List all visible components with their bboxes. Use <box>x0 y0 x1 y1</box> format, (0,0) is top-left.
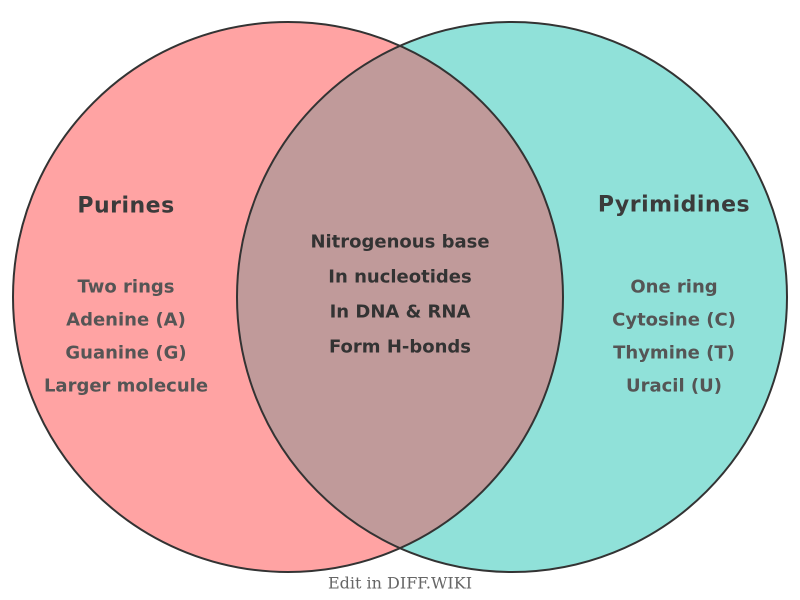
overlap-region <box>236 45 564 549</box>
edit-watermark-link[interactable]: Edit in DIFF.WIKI <box>327 573 473 593</box>
purines-item-adenine: Adenine (A) <box>66 309 186 331</box>
pyrimidines-item-cytosine: Cytosine (C) <box>612 309 736 331</box>
pyrimidines-circle-outline <box>236 21 788 573</box>
pyrimidines-item-thymine: Thymine (T) <box>613 342 735 364</box>
purines-circle-outline <box>12 21 564 573</box>
purines-item-larger-molecule: Larger molecule <box>43 375 209 397</box>
overlap-item-nitrogenous-base: Nitrogenous base <box>310 231 490 253</box>
overlap-item-form-h-bonds: Form H-bonds <box>328 336 472 358</box>
pyrimidines-title: Pyrimidines <box>597 192 751 218</box>
purines-title: Purines <box>77 193 175 219</box>
pyrimidines-item-uracil: Uracil (U) <box>626 375 722 397</box>
overlap-item-in-dna-rna: In DNA & RNA <box>329 301 471 323</box>
pyrimidines-item-one-ring: One ring <box>630 276 718 298</box>
purines-item-two-rings: Two rings <box>77 276 175 298</box>
overlap-item-in-nucleotides: In nucleotides <box>328 266 472 288</box>
purines-item-guanine: Guanine (G) <box>65 342 187 364</box>
